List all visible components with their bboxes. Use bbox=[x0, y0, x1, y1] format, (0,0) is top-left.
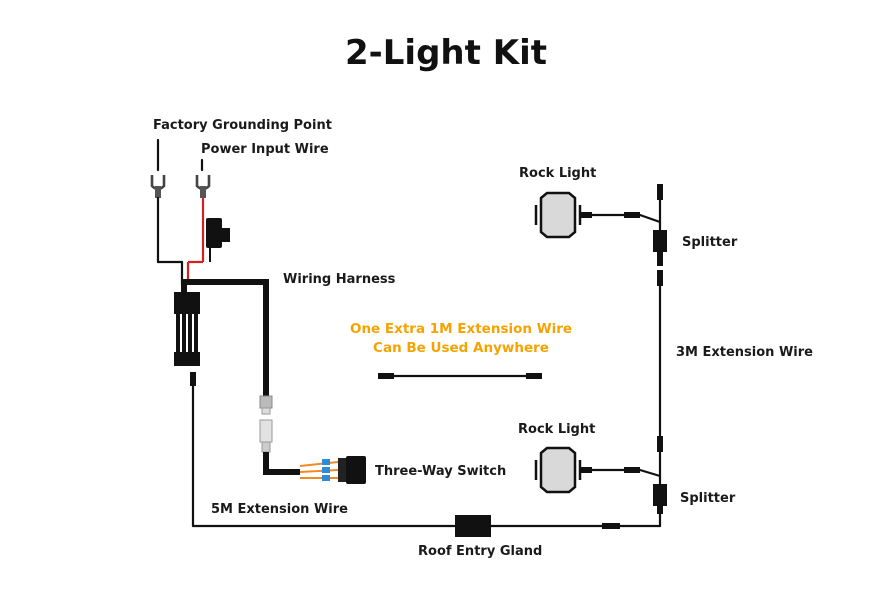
spare-extension-wire-1m bbox=[378, 373, 542, 379]
power-input-wire-label: Power Input Wire bbox=[201, 142, 329, 157]
roof-entry-gland-label: Roof Entry Gland bbox=[418, 544, 542, 559]
note-line-1: One Extra 1M Extension Wire bbox=[350, 321, 572, 337]
roof-entry-gland bbox=[455, 515, 491, 537]
splitter-bottom-label: Splitter bbox=[680, 491, 736, 506]
extension-wire-3m bbox=[657, 270, 663, 452]
extension-3m-label: 3M Extension Wire bbox=[676, 345, 813, 360]
rock-light-top-label: Rock Light bbox=[519, 166, 596, 181]
extension-wire-5m bbox=[190, 372, 620, 529]
splitter-top-label: Splitter bbox=[682, 235, 738, 250]
rock-light-top bbox=[534, 191, 640, 239]
three-way-switch-label: Three-Way Switch bbox=[375, 464, 506, 479]
extension-5m-label: 5M Extension Wire bbox=[211, 502, 348, 517]
three-way-switch bbox=[299, 456, 366, 484]
wiring-harness-label: Wiring Harness bbox=[283, 272, 396, 287]
factory-grounding-point bbox=[150, 138, 184, 287]
rock-light-bottom-label: Rock Light bbox=[518, 422, 595, 437]
page-title: 2-Light Kit bbox=[345, 33, 547, 73]
splitter-top bbox=[638, 184, 667, 266]
rock-light-bottom bbox=[534, 446, 640, 494]
factory-grounding-point-label: Factory Grounding Point bbox=[153, 118, 332, 133]
splitter-bottom bbox=[618, 450, 667, 528]
wiring-harness bbox=[174, 279, 300, 475]
power-input-wire bbox=[186, 158, 230, 285]
note-line-2: Can Be Used Anywhere bbox=[373, 340, 549, 356]
